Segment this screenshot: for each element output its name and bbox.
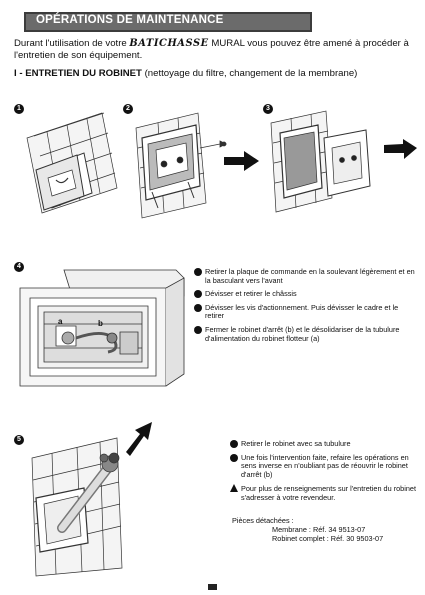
page-title: OPÉRATIONS DE MAINTENANCE — [36, 14, 224, 26]
brand-name: BATICHASSE — [129, 38, 209, 49]
intro-text: Durant l'utilisation de votre BATICHASSE… — [14, 38, 414, 62]
instruction-1-number: 1 — [191, 268, 202, 276]
illustration-step-2 — [135, 112, 227, 219]
title-bar — [24, 12, 312, 32]
intro-part1: Durant l'utilisation de votre — [14, 38, 130, 49]
spare-part-membrane: Membrane : Réf. 34 9513-07 — [272, 525, 366, 534]
step-3-marker: 3 — [263, 104, 273, 114]
spare-parts: Pièces détachées : Membrane : Réf. 34 95… — [232, 516, 418, 543]
instruction-1-text: Retirer la plaque de commande en la soul… — [205, 267, 415, 285]
arrow-right-icon — [384, 139, 417, 159]
intro-part2: MURAL vous pouvez être amené à procéder … — [14, 38, 409, 61]
section-title: I - ENTRETIEN DU ROBINET — [14, 68, 142, 79]
instruction-5-number: 5 — [227, 440, 238, 448]
arrow-right-icon — [224, 151, 259, 171]
illustration-step-5 — [31, 422, 152, 577]
instruction-6-number: 6 — [227, 453, 238, 462]
warning-text: Pour plus de renseignements sur l'entret… — [241, 484, 417, 502]
step-4-marker: 4 — [14, 262, 24, 272]
instruction-3-number: 3 — [191, 303, 202, 312]
step-2-marker: 2 — [123, 104, 133, 114]
illustration-step-3 — [270, 110, 371, 213]
instruction-3-text: Dévisser les vis d'actionnement. Puis dé… — [205, 302, 399, 321]
arrow-up-right-icon — [126, 422, 152, 456]
label-b: b — [98, 319, 103, 328]
instruction-4-number: 4 — [191, 325, 202, 334]
instruction-2-number: 2 — [191, 290, 202, 299]
warning-note: Pour plus de renseignements sur l'entret… — [230, 484, 416, 502]
section-heading: I - ENTRETIEN DU ROBINET (nettoyage du f… — [14, 68, 357, 79]
illustration-step-4: a b — [19, 269, 185, 387]
page-marker — [208, 584, 217, 590]
instruction-6-text: Une fois l'intervention faite, refaire l… — [241, 452, 409, 479]
section-subtitle: (nettoyage du filtre, changement de la m… — [141, 68, 358, 79]
step-1-marker: 1 — [14, 104, 24, 114]
instruction-4-text: Fermer le robinet d'arrêt (b) et le déso… — [205, 324, 400, 343]
step-5-marker: 5 — [14, 435, 24, 445]
illustration-step-1 — [26, 112, 118, 214]
instruction-5-text: Retirer le robinet avec sa tubulure — [241, 439, 351, 448]
instruction-2-text: Dévisser et retirer le châssis — [205, 289, 297, 299]
spare-parts-title: Pièces détachées : — [232, 516, 294, 525]
warning-icon — [230, 484, 238, 493]
spare-part-robinet: Robinet complet : Réf. 30 9503-07 — [272, 534, 384, 543]
label-a: a — [58, 317, 63, 326]
